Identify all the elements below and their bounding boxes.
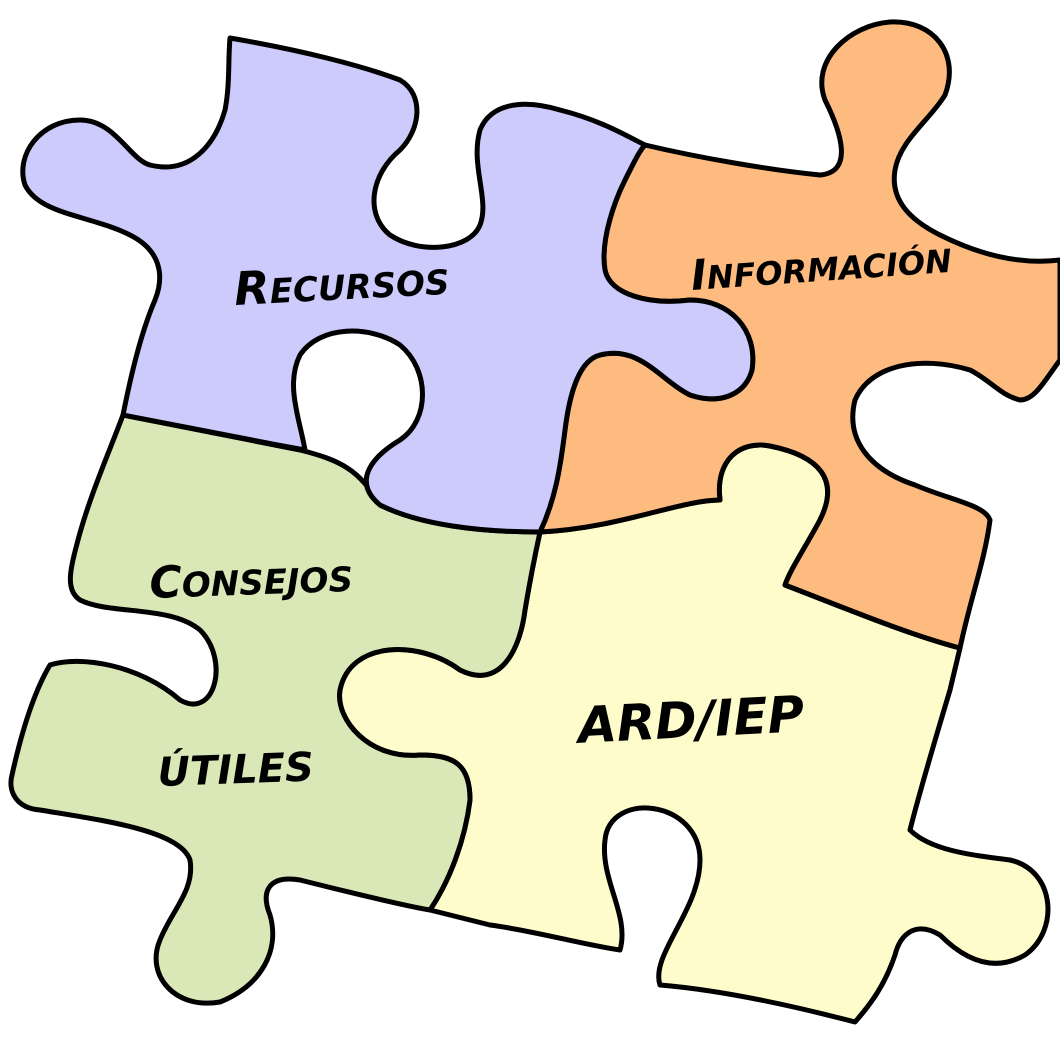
- puzzle-piece-recursos[interactable]: RECURSOS: [20, 35, 756, 535]
- puzzle-piece-informacion[interactable]: INFORMACIÓN: [537, 19, 1060, 651]
- label-consejos: CONSEJOS: [149, 551, 354, 609]
- puzzle-piece-consejos[interactable]: CONSEJOS ÚTILES: [8, 412, 543, 1006]
- label-ard: ARD/IEP: [573, 685, 806, 755]
- label-consejos-rest: ONSEJOS: [181, 560, 353, 606]
- label-utiles: ÚTILES: [157, 743, 315, 796]
- piece-consejos-shape: [8, 412, 543, 1006]
- label-consejos-initial: C: [149, 557, 183, 609]
- label-recursos-rest: ECURSOS: [269, 263, 451, 312]
- label-utiles-text: ÚTILES: [157, 743, 315, 796]
- label-informacion-initial: I: [689, 250, 708, 300]
- piece-recursos-shape: [20, 35, 756, 535]
- label-recursos: RECURSOS: [233, 251, 451, 316]
- label-recursos-initial: R: [233, 260, 271, 316]
- label-ard-text: ARD/IEP: [573, 685, 806, 755]
